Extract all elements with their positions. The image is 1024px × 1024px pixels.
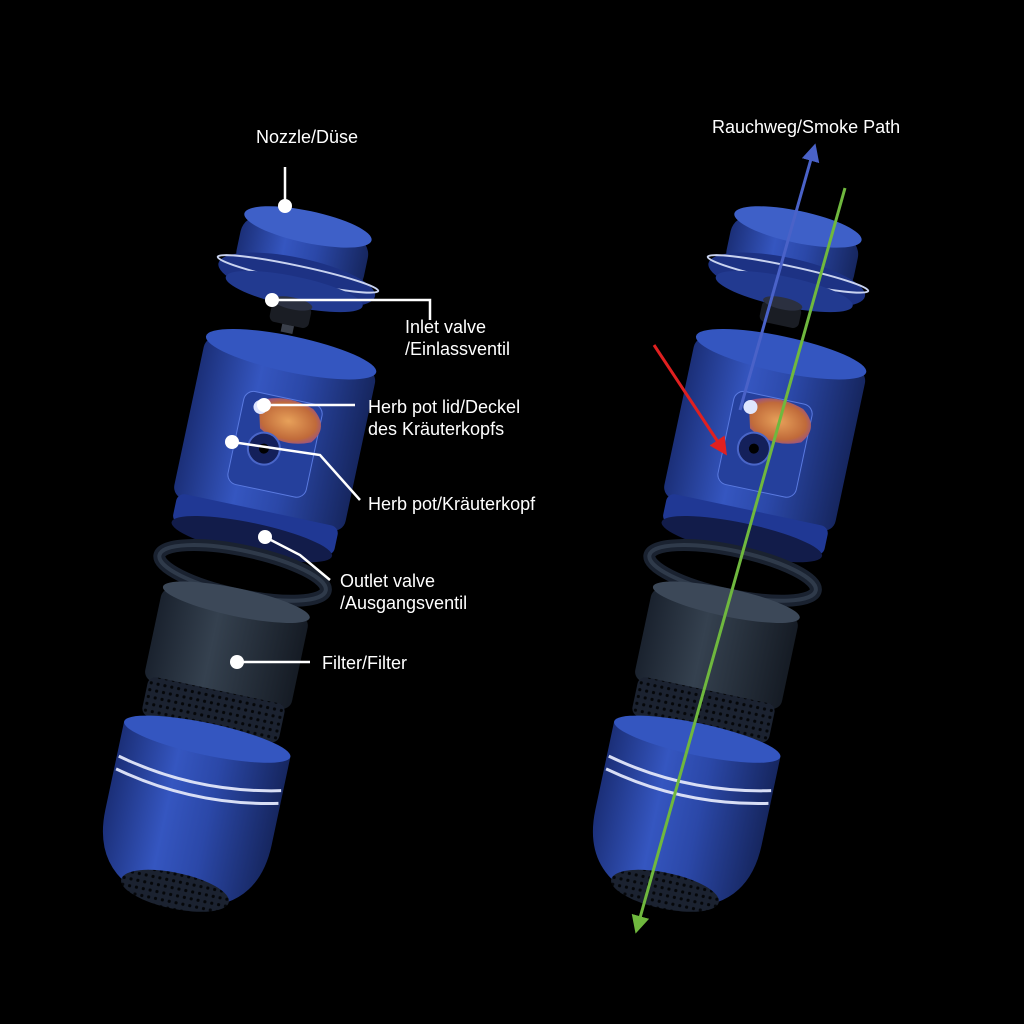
smoke-path-label-text: Rauchweg/Smoke Path bbox=[712, 117, 901, 137]
white-dot-icon bbox=[225, 435, 239, 449]
outlet-valve-label-line2: /Ausgangsventil bbox=[340, 593, 468, 613]
nozzle-label: Nozzle/Düse bbox=[256, 126, 358, 148]
nozzle-part bbox=[216, 206, 380, 313]
inlet-valve-label-line2: /Einlassventil bbox=[405, 339, 511, 359]
outlet-valve-label: Outlet valve /Ausgangsventil bbox=[340, 570, 467, 614]
outlet-valve-label-line1: Outlet valve bbox=[340, 571, 436, 591]
herb-pot-label-text: Herb pot/Kräuterkopf bbox=[368, 494, 536, 514]
filter-label: Filter/Filter bbox=[322, 652, 407, 674]
air-inlet-arrow-icon bbox=[652, 344, 727, 456]
white-dot-icon bbox=[265, 293, 279, 307]
callout-dots bbox=[225, 199, 292, 669]
herb-pot-lid-label: Herb pot lid/Deckel des Kräuterkopfs bbox=[368, 396, 520, 440]
herb-pot-lid-label-line1: Herb pot lid/Deckel bbox=[368, 397, 521, 417]
callouts bbox=[231, 167, 432, 664]
smoke-path-label: Rauchweg/Smoke Path bbox=[712, 116, 900, 138]
herb-pot-label: Herb pot/Kräuterkopf bbox=[368, 493, 535, 515]
inlet-valve-label-line1: Inlet valve bbox=[405, 317, 487, 337]
white-dot-icon bbox=[257, 398, 271, 412]
outflow-arrow-icon bbox=[738, 143, 820, 411]
nozzle-label-text: Nozzle/Düse bbox=[256, 127, 359, 147]
white-dot-icon bbox=[230, 655, 244, 669]
herb-pot-lid-label-line2: des Kräuterkopfs bbox=[368, 419, 505, 439]
inlet-valve-part bbox=[269, 296, 313, 335]
filter-part bbox=[142, 581, 310, 743]
base-part bbox=[102, 715, 291, 912]
herb-pot-leader bbox=[231, 440, 361, 501]
inlet-valve-label: Inlet valve /Einlassventil bbox=[405, 316, 510, 360]
white-dot-icon bbox=[258, 530, 272, 544]
right-device bbox=[592, 206, 870, 912]
smoke-path-arrow-icon bbox=[631, 187, 847, 934]
filter-label-text: Filter/Filter bbox=[322, 653, 407, 673]
outlet-valve-leader bbox=[264, 535, 331, 581]
chamber-part bbox=[171, 328, 377, 563]
herb-pot-lid-shape bbox=[258, 398, 321, 444]
left-device bbox=[102, 206, 380, 912]
white-dot-icon bbox=[278, 199, 292, 213]
inlet-valve-leader bbox=[272, 298, 432, 320]
